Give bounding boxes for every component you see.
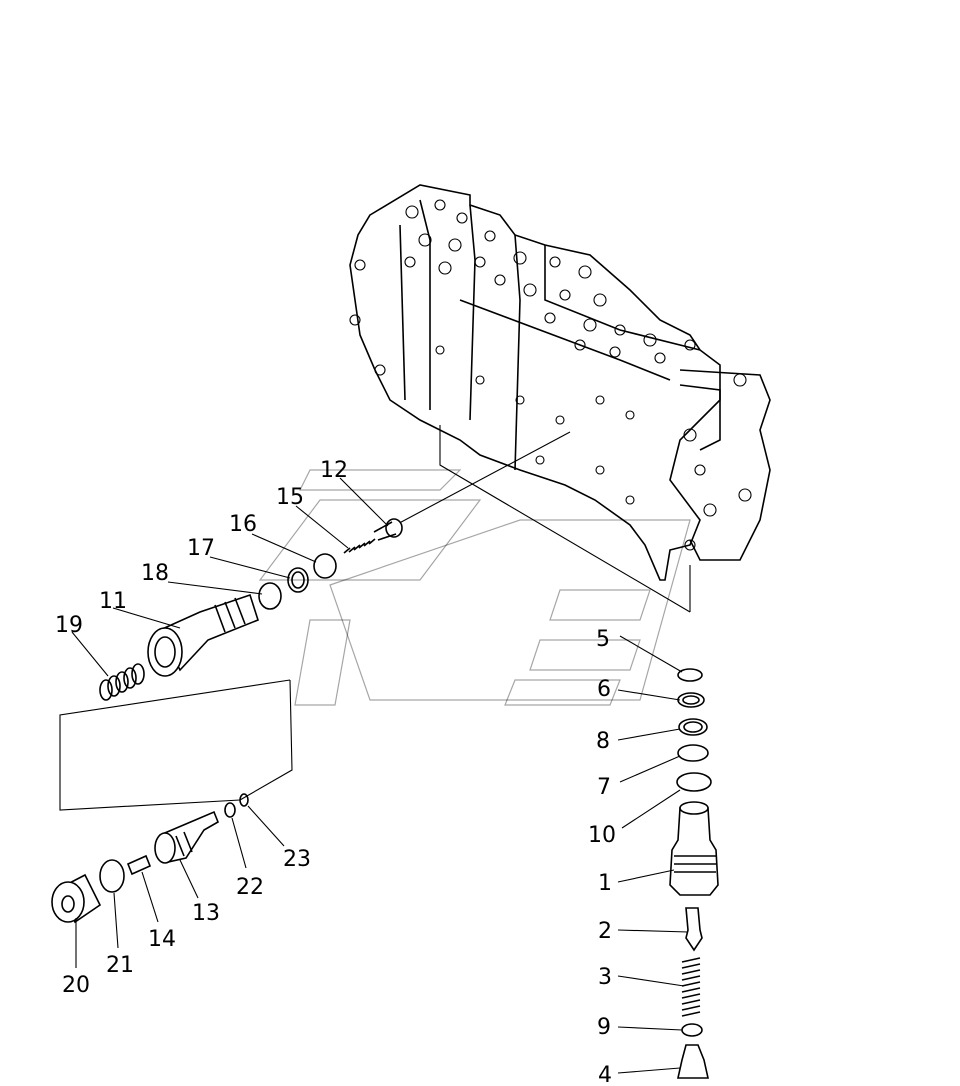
callout-10: 10 [588, 823, 616, 848]
callout-9: 9 [597, 1015, 611, 1040]
part-12-poppet [373, 518, 403, 541]
callout-8: 8 [596, 729, 610, 754]
watermark-logo [258, 469, 691, 706]
callout-6: 6 [597, 677, 611, 702]
callout-5: 5 [596, 627, 610, 652]
part-8-backup-ring [678, 718, 708, 736]
callout-21: 21 [106, 953, 134, 978]
callout-22: 22 [236, 875, 264, 900]
callout-18: 18 [141, 561, 169, 586]
part-13-piston [154, 810, 220, 864]
part-16-o-ring [313, 553, 337, 579]
callout-3: 3 [598, 965, 612, 990]
part-18-o-ring [258, 582, 282, 610]
part-23-ring [239, 793, 249, 807]
part-10-o-ring [676, 772, 712, 792]
callout-15: 15 [276, 485, 304, 510]
part-19-spring [99, 663, 145, 701]
part-15-spring [343, 538, 376, 554]
part-6-backup-ring [677, 692, 705, 708]
part-3-spring [681, 957, 701, 1017]
part-2-poppet [685, 907, 703, 952]
part-21-o-ring [99, 859, 125, 893]
assembly-leader-lines [59, 425, 691, 811]
callout-7: 7 [597, 775, 611, 800]
callout-19: 19 [55, 613, 83, 638]
callout-2: 2 [598, 919, 612, 944]
callout-13: 13 [192, 901, 220, 926]
part-9-o-ring [681, 1023, 703, 1037]
callout-12: 12 [320, 458, 348, 483]
vertical-stack-parts [669, 668, 719, 1079]
callout-leaders [71, 477, 689, 1074]
part-5-o-ring [677, 668, 703, 682]
callout-1: 1 [598, 871, 612, 896]
part-1-valve-body [669, 801, 719, 896]
part-14-pin [126, 854, 152, 876]
callout-4: 4 [598, 1063, 612, 1086]
part-20-plug [51, 873, 102, 924]
callout-labels: 1 2 3 4 5 6 7 8 9 10 11 12 13 14 15 16 1… [55, 458, 616, 1086]
callout-16: 16 [229, 512, 257, 537]
callout-11: 11 [99, 589, 127, 614]
callout-20: 20 [62, 973, 90, 998]
relief-valve-parts [51, 518, 403, 924]
part-17-backup-ring [287, 567, 309, 593]
callout-23: 23 [283, 847, 311, 872]
callout-14: 14 [148, 927, 176, 952]
valve-block [349, 184, 771, 581]
callout-17: 17 [187, 536, 215, 561]
part-7-o-ring [677, 744, 709, 762]
part-11-sleeve [147, 593, 259, 677]
part-22-ring [224, 802, 236, 818]
part-4-plug [677, 1044, 709, 1079]
